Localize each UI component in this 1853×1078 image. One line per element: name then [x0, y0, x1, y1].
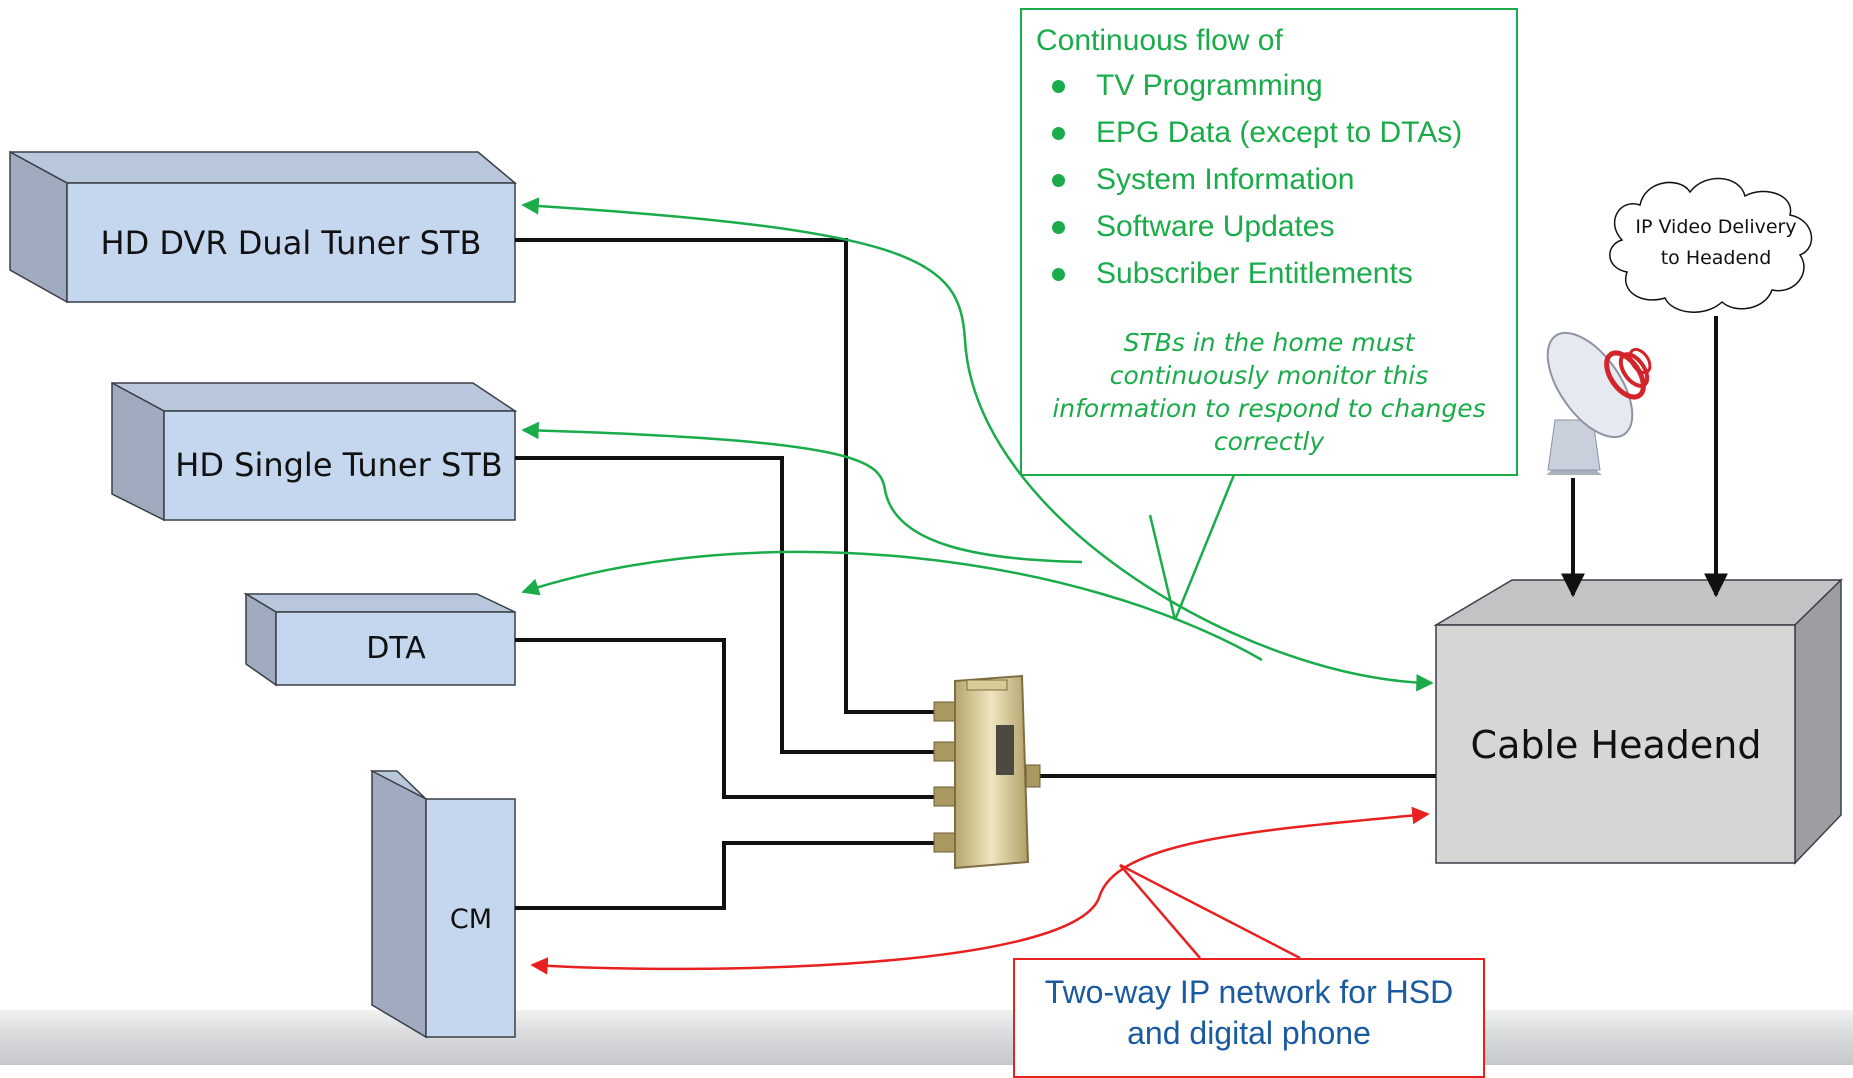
list-item: System Information: [1036, 162, 1462, 209]
info-heading: Continuous flow of: [1036, 24, 1283, 57]
list-item-label: TV Programming: [1096, 69, 1323, 102]
satellite-dish-icon: [1546, 331, 1652, 475]
dvr-stb-box: [9, 150, 518, 304]
list-item-label: EPG Data (except to DTAs): [1096, 116, 1463, 149]
bullet-icon: [1052, 221, 1065, 234]
single-stb-box: [111, 381, 518, 522]
info-note-line: correctly: [1213, 427, 1325, 456]
info-callout: Continuous flow of TV Programming EPG Da…: [1020, 8, 1518, 476]
info-list: TV Programming EPG Data (except to DTAs)…: [1036, 68, 1462, 303]
bullet-icon: [1052, 127, 1065, 140]
bullet-icon: [1052, 174, 1065, 187]
ip-callout-line1: Two-way IP network for HSD: [1044, 974, 1454, 1010]
list-item: TV Programming: [1036, 68, 1462, 115]
footer-band: [0, 1010, 1853, 1065]
dta-label: DTA: [366, 631, 426, 666]
info-note-line: information to respond to changes: [1052, 394, 1486, 423]
cloud-shape: [1609, 177, 1813, 313]
cloud-label-line1: IP Video Delivery: [1635, 216, 1797, 238]
headend-label: Cable Headend: [1471, 723, 1762, 767]
info-note-line: continuously monitor this: [1109, 361, 1429, 390]
single-stb-label: HD Single Tuner STB: [175, 446, 503, 484]
cloud-label: IP Video Delivery to Headend: [1610, 212, 1822, 274]
info-note: STBs in the home must continuously monit…: [1028, 326, 1510, 458]
splitter: [933, 674, 1041, 870]
list-item-label: Software Updates: [1096, 210, 1335, 243]
list-item: Software Updates: [1036, 209, 1462, 256]
list-item-label: Subscriber Entitlements: [1096, 257, 1413, 290]
bullet-icon: [1052, 268, 1065, 281]
list-item: Subscriber Entitlements: [1036, 256, 1462, 303]
cm-box: [369, 769, 516, 1039]
cm-label: CM: [450, 904, 492, 935]
red-flow-arrows: [530, 806, 1430, 975]
dta-box: [243, 592, 516, 687]
list-item: EPG Data (except to DTAs): [1036, 115, 1462, 162]
ip-callout-line2: and digital phone: [1127, 1015, 1371, 1051]
green-flow-arrows: [521, 197, 1434, 692]
headend-box: [1433, 578, 1843, 865]
info-note-line: STBs in the home must: [1123, 328, 1415, 357]
cloud-label-line2: to Headend: [1660, 247, 1772, 269]
ip-network-callout: Two-way IP network for HSD and digital p…: [1013, 958, 1485, 1078]
dvr-stb-label: HD DVR Dual Tuner STB: [101, 224, 482, 262]
list-item-label: System Information: [1096, 163, 1355, 196]
bullet-icon: [1052, 80, 1065, 93]
